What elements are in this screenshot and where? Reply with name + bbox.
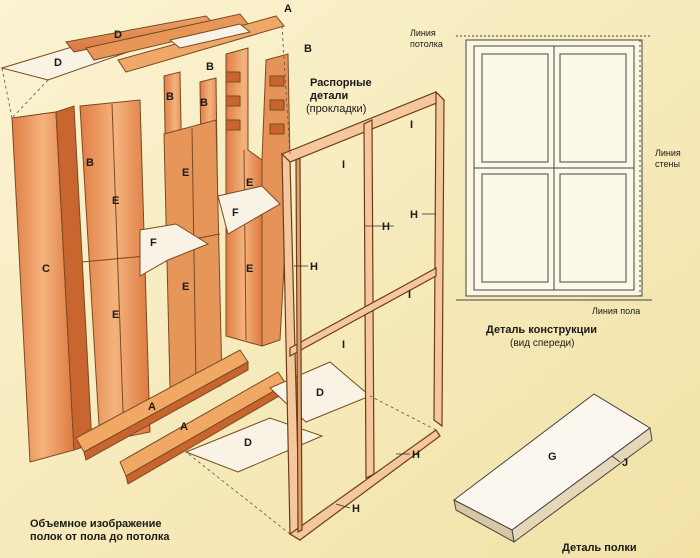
label-f-2: F	[232, 207, 239, 219]
iso-caption-2: полок от пола до потолка	[30, 531, 170, 543]
label-i-3: I	[408, 289, 411, 301]
label-d-top: D	[114, 29, 122, 41]
label-e-1: E	[112, 195, 119, 207]
shelf-f-2	[217, 185, 281, 235]
label-f-1: F	[150, 237, 157, 249]
label-b-upright-2: B	[200, 97, 208, 109]
label-b-panel: B	[86, 157, 94, 169]
bottom-cleats-a	[75, 349, 287, 485]
front-frame	[280, 90, 446, 542]
label-i-2: I	[410, 119, 413, 131]
label-h-3: H	[310, 261, 318, 273]
label-j: J	[622, 457, 628, 469]
ceiling-label-1: Линия	[410, 28, 436, 38]
panel-b-e	[79, 99, 151, 443]
label-b-right: B	[304, 43, 312, 55]
spacers-label-3: (прокладки)	[306, 103, 366, 115]
label-h-1: H	[382, 221, 390, 233]
label-a-top: A	[284, 3, 292, 15]
shelf-detail-title: Деталь полки	[562, 542, 637, 554]
front-view-subtitle: (вид спереди)	[510, 338, 574, 349]
leader-lines	[294, 213, 621, 509]
label-i-4: I	[342, 339, 345, 351]
front-view-title: Деталь конструкции	[486, 324, 597, 336]
spacers-label-1: Распорные	[310, 77, 372, 89]
label-i-1: I	[342, 159, 345, 171]
label-e-4: E	[182, 281, 189, 293]
label-h-2: H	[410, 209, 418, 221]
label-d-left: D	[54, 57, 62, 69]
floor-label: Линия пола	[592, 306, 640, 316]
label-e-2: E	[112, 309, 119, 321]
side-panel-c	[11, 105, 93, 463]
label-d-bottom-2: D	[316, 387, 324, 399]
top-panel-d-mid	[168, 23, 252, 49]
top-boards	[0, 13, 285, 81]
label-e-6: E	[246, 263, 253, 275]
label-a-2: A	[180, 421, 188, 433]
callouts: Распорные детали (прокладки) Линия потол…	[306, 28, 681, 316]
label-c: C	[42, 263, 50, 275]
label-d-bottom-1: D	[244, 437, 252, 449]
iso-caption-1: Объемное изображение	[30, 518, 161, 530]
label-e-3: E	[182, 167, 189, 179]
wall-label-2: стены	[655, 159, 680, 169]
captions: Деталь конструкции (вид спереди) Объемно…	[30, 324, 637, 554]
label-b-spacer: B	[206, 61, 214, 73]
label-h-5: H	[352, 503, 360, 515]
projection-lines	[1, 25, 437, 535]
part-letters: A D D B B B B B E E E E E E C F F A A D …	[42, 3, 628, 515]
label-a-1: A	[148, 401, 156, 413]
wall-label-1: Линия	[655, 148, 681, 158]
shelf-f-1	[139, 223, 210, 277]
shelves-f	[139, 185, 281, 277]
front-view-detail	[456, 35, 652, 301]
ceiling-label-2: потолка	[410, 39, 443, 49]
label-b-upright: B	[166, 91, 174, 103]
label-g: G	[548, 451, 557, 463]
label-h-4: H	[412, 449, 420, 461]
spacers-label-2: детали	[310, 90, 348, 102]
label-e-5: E	[246, 177, 253, 189]
shelf-detail	[453, 393, 653, 543]
